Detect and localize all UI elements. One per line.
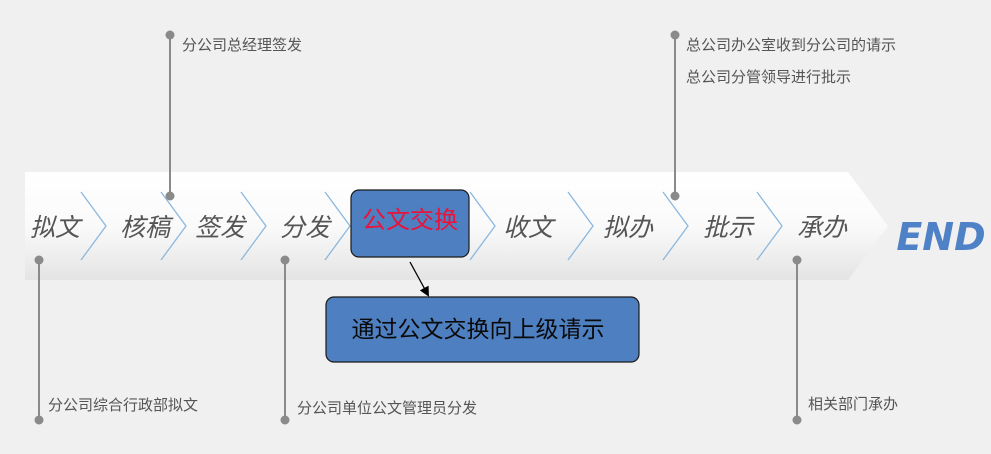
callout-lines <box>38 35 798 420</box>
note-receipt-line1: 总公司办公室收到分公司的请示 <box>686 36 896 54</box>
note-handling: 相关部门承办 <box>808 395 898 413</box>
chevron-separator <box>662 191 689 261</box>
note-drafting: 分公司综合行政部拟文 <box>48 396 198 414</box>
step-handle: 承办 <box>797 213 848 242</box>
callout-dot <box>165 30 175 40</box>
callout-dot <box>670 191 680 201</box>
step-sign: 签发 <box>195 213 248 242</box>
step-proposal: 拟办 <box>603 213 654 242</box>
chevron-separator <box>567 191 594 261</box>
chevron-separator <box>469 191 496 261</box>
note-distribution: 分公司单位公文管理员分发 <box>297 399 477 417</box>
note-receipt-line2: 总公司分管领导进行批示 <box>686 68 851 86</box>
down-arrow <box>409 261 429 297</box>
exchange-box <box>350 189 470 258</box>
step-distribute: 分发 <box>280 213 333 242</box>
chevron-separator <box>160 191 187 261</box>
callout-dot <box>280 255 290 265</box>
step-draft: 拟文 <box>30 213 83 242</box>
exchange-box-label: 公文交换 <box>362 206 458 234</box>
callout-dot <box>792 415 802 425</box>
callout-dot <box>34 415 44 425</box>
callout-dot <box>280 415 290 425</box>
chevron-separator <box>324 191 351 261</box>
chevron-separators <box>80 191 783 261</box>
end-label: END <box>896 215 985 259</box>
callout-dot <box>792 255 802 265</box>
callout-dot <box>34 255 44 265</box>
note-signing: 分公司总经理签发 <box>182 36 302 54</box>
chevron-separator <box>80 191 107 261</box>
request-box-label: 通过公文交换向上级请示 <box>352 317 605 343</box>
step-receive: 收文 <box>503 213 556 242</box>
step-review: 核稿 <box>120 213 174 242</box>
step-approve: 批示 <box>703 213 755 242</box>
callout-dot <box>165 191 175 201</box>
callout-dot <box>670 30 680 40</box>
request-box <box>325 296 640 363</box>
callout-dots <box>34 30 802 425</box>
chevron-separator <box>240 191 267 261</box>
chevron-separator <box>756 191 783 261</box>
